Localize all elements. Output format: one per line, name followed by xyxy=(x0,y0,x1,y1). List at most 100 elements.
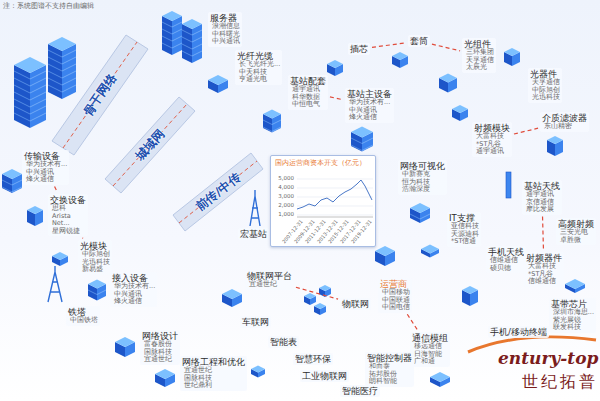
iso-block xyxy=(115,337,135,357)
category-name: 介质滤波器 xyxy=(542,113,587,123)
block-stripe xyxy=(14,106,30,114)
block-stripe xyxy=(192,44,202,49)
block-top xyxy=(251,366,265,373)
block-top xyxy=(430,372,450,382)
block-stripe xyxy=(272,127,281,132)
axis-tick: 2,000 xyxy=(278,203,294,209)
category-box: 光纤光缆长飞光纤光... 中天科技 亨通光电 xyxy=(235,50,282,85)
iso-block xyxy=(48,37,76,99)
block-left xyxy=(162,16,172,55)
category-box: 基站主设备华为技术有... 中兴通讯 烽火通信 xyxy=(345,88,394,123)
antenna-symbol xyxy=(506,172,511,198)
category-box: 智能医疗 xyxy=(340,385,380,397)
company-list: 通宇通讯 京信通信 摩比发展 xyxy=(526,191,554,213)
category-name: 手机/移动终端 xyxy=(490,327,547,337)
category-box: 工业物联网 xyxy=(300,370,349,382)
block-top xyxy=(547,136,563,144)
watermark: entury-top xyxy=(498,350,598,367)
company-list: 宜通世纪 xyxy=(249,281,277,288)
block-stripe xyxy=(192,30,202,35)
block-top xyxy=(2,169,22,179)
block-top xyxy=(304,293,316,299)
category-name: 网络设计 xyxy=(142,331,178,341)
block-top xyxy=(162,11,182,21)
category-name: 智能表 xyxy=(270,337,297,347)
category-name: 接入设备 xyxy=(112,273,155,283)
category-box: 基站天线通宇通讯 京信通信 摩比发展 xyxy=(522,180,562,215)
iso-block xyxy=(351,127,373,152)
iso-block xyxy=(547,136,563,156)
block-stripe xyxy=(30,71,46,79)
category-box: 接入设备华为技术有... 中兴通讯 烽火通信 xyxy=(110,272,157,307)
category-name: 插芯 xyxy=(350,44,368,54)
category-name: 宏基站 xyxy=(240,229,267,239)
road-dash xyxy=(113,104,187,186)
fronthaul-road xyxy=(173,153,263,231)
axis-tick: 4,000 xyxy=(278,185,294,191)
category-name: 光组件 xyxy=(464,39,494,49)
block-stripe xyxy=(48,57,62,64)
block-top xyxy=(452,105,468,113)
iso-block xyxy=(504,48,520,66)
category-box: 网络可视化中新赛克 恒为科技 浩瀚深度 xyxy=(398,160,447,195)
category-box: 物联网 xyxy=(340,298,371,310)
company-list: 三安光电 卓胜微 xyxy=(560,229,588,244)
note-text: 注：系统图谱不支持自由编辑 xyxy=(3,3,94,10)
block-right xyxy=(30,65,46,128)
company-list: 深圳市海思... 紫光展锐 联发科技 xyxy=(553,309,594,331)
company-list: 中新赛克 恒为科技 浩瀚深度 xyxy=(402,171,430,193)
category-name: 工业物联网 xyxy=(302,371,347,381)
company-list: 天孚通信 中际旭创 光迅科技 xyxy=(532,79,560,101)
company-list: 大富科技 *ST凡谷 信维通信 xyxy=(528,263,556,285)
iso-block xyxy=(430,372,450,387)
iso-block xyxy=(392,52,408,68)
block-stripe xyxy=(182,37,192,42)
watermark: 世纪拓普 xyxy=(522,374,598,390)
block-stripe xyxy=(30,85,46,93)
block-stripe xyxy=(182,51,192,56)
company-list: 和而泰 拓邦股份 朗科智能 xyxy=(369,363,397,385)
road-dash xyxy=(179,161,257,223)
block-right xyxy=(172,16,182,55)
block-stripe xyxy=(12,187,22,192)
axis-tick: 3,000 xyxy=(278,194,294,200)
grid-line xyxy=(297,188,373,189)
category-box: 光器件天孚通信 中际旭创 光迅科技 xyxy=(528,68,562,103)
metro-road xyxy=(105,97,195,193)
axis-line xyxy=(297,217,373,218)
category-name: 铁塔 xyxy=(68,307,98,317)
company-list: 华为技术有... 中兴通讯 烽火通信 xyxy=(114,283,155,305)
block-stripe xyxy=(30,113,46,121)
block-stripe xyxy=(48,85,62,92)
block-top xyxy=(327,60,343,68)
iso-block xyxy=(162,11,182,55)
category-box: 网络工程和优化宜通世纪 国脉科技 世纪鼎利 xyxy=(180,356,247,391)
category-name: 服务器 xyxy=(210,13,240,23)
company-list: 通宇通讯 科华数据 中恒电气 xyxy=(292,86,320,108)
grid-line xyxy=(297,215,373,216)
company-list: 思科 Arista Net... 星网锐捷 xyxy=(52,205,80,235)
block-stripe xyxy=(420,214,430,219)
category-name: 网络工程和优化 xyxy=(182,357,245,367)
block-stripe xyxy=(410,214,420,219)
block-stripe xyxy=(182,44,192,49)
iso-block xyxy=(222,289,242,307)
block-stripe xyxy=(182,30,192,35)
iso-block xyxy=(208,75,228,93)
category-name: 物联网 xyxy=(342,299,369,309)
category-name: 基站配套 xyxy=(290,76,326,86)
block-top xyxy=(439,74,457,83)
block-stripe xyxy=(48,78,62,85)
category-name: 射频器件 xyxy=(526,253,562,263)
company-list: 华为技术有... 中兴通讯 烽火通信 xyxy=(349,99,390,121)
block-stripe xyxy=(30,99,46,107)
block-top xyxy=(375,246,395,256)
category-box: 智能表 xyxy=(268,336,299,348)
block-top xyxy=(314,303,326,309)
block-stripe xyxy=(263,120,272,125)
block-stripe xyxy=(48,64,62,71)
category-name: 国内运营商资本开支（亿元） xyxy=(271,156,375,167)
block-stripe xyxy=(272,120,281,125)
block-top xyxy=(351,127,373,138)
